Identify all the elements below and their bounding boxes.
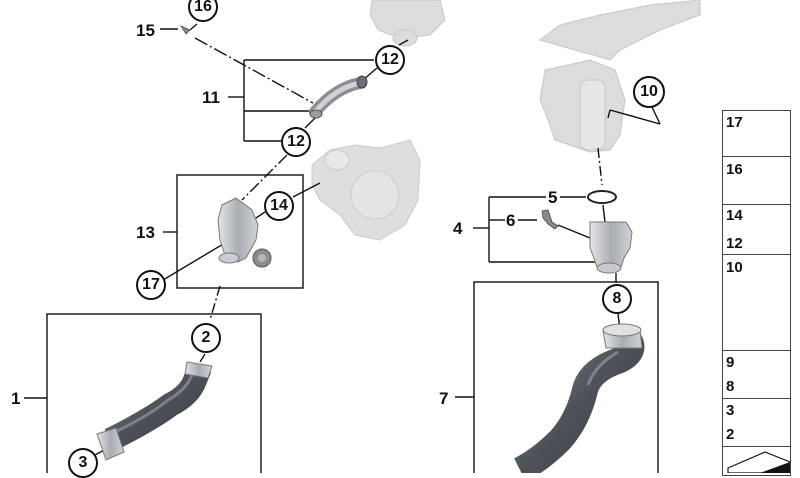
legend-number: 17 (726, 114, 743, 131)
throttle-housing-part-4 (589, 221, 633, 274)
callout-14: 14 (264, 191, 294, 221)
legend-cell-17: 17 (722, 110, 791, 157)
legend-number: 2 (726, 426, 735, 443)
pipe-part-11 (309, 75, 368, 119)
legend-number: 10 (726, 259, 743, 276)
part-label-15: 15 (136, 21, 155, 40)
hose-part-7 (513, 323, 645, 478)
callout-12-middle: 12 (281, 127, 311, 157)
legend-number: 14 (726, 207, 743, 224)
part-label-13: 13 (136, 223, 155, 242)
legend-number: 8 (726, 378, 735, 395)
ghost-turbo-middle (311, 139, 421, 241)
callout-3: 3 (68, 448, 98, 478)
hose-part-1 (96, 361, 213, 461)
callout-12-top: 12 (375, 45, 405, 75)
y-pipe-part-13 (217, 197, 272, 268)
legend-cell-3-2: 3 2 (722, 398, 791, 447)
part-label-11: 11 (202, 88, 220, 107)
ghost-intake-manifold (538, 0, 701, 153)
legend-number: 16 (726, 161, 743, 178)
part-label-1: 1 (11, 389, 21, 408)
screw-part-15 (179, 25, 191, 35)
legend-cell-10: 10 (722, 254, 791, 351)
legend-cell-14-12: 14 12 (722, 204, 791, 255)
part-label-4: 4 (453, 219, 463, 238)
leader-lines (24, 23, 661, 478)
callout-16: 16 (188, 0, 218, 22)
callout-10: 10 (633, 76, 665, 108)
legend-cell-16: 16 (722, 156, 791, 205)
legend-number: 3 (726, 402, 735, 419)
legend-number: 12 (726, 235, 743, 252)
callout-2: 2 (191, 323, 221, 353)
part-label-6: 6 (506, 211, 516, 230)
part-label-7: 7 (439, 389, 449, 408)
legend-cell-9-8: 9 8 (722, 350, 791, 399)
callout-17: 17 (136, 270, 166, 300)
callout-8: 8 (602, 284, 632, 314)
ghost-turbo-top (369, 0, 446, 47)
sensor-part-6 (541, 209, 559, 230)
legend-cell-label (722, 446, 791, 476)
legend-number: 9 (726, 354, 735, 371)
o-ring-part-5 (587, 190, 617, 204)
part-label-5: 5 (548, 188, 558, 207)
